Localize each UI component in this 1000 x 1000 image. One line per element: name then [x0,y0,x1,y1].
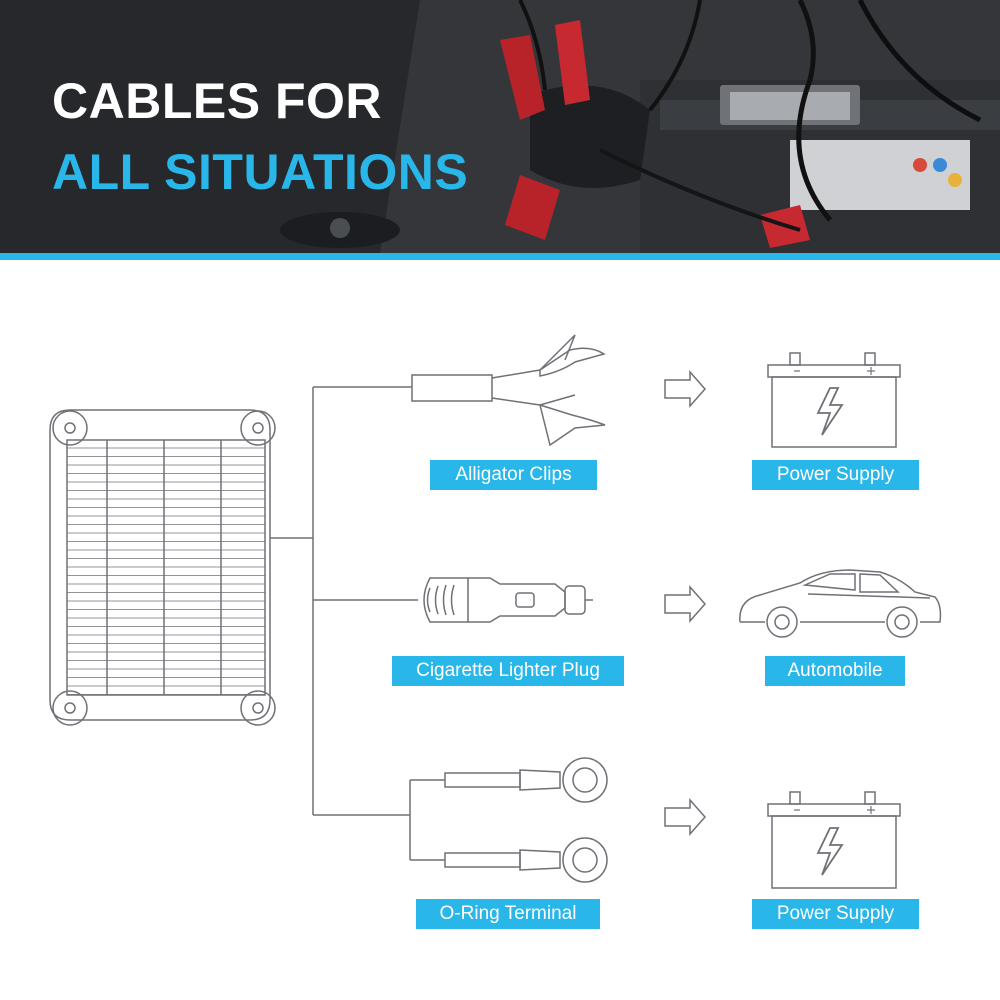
wire-tree [270,386,418,816]
car-icon [739,569,942,638]
header-banner: CABLES FOR ALL SITUATIONS [0,0,1000,253]
arrow-right-icon [664,585,707,623]
engine-bay-photo [0,0,1000,253]
arrow-right-icon [664,370,707,408]
battery-icon [767,352,901,448]
o-ring-terminal-icon [409,757,608,883]
label-power-supply: Power Supply [752,460,919,490]
label-power-supply: Power Supply [752,899,919,929]
label-cigarette-lighter-plug: Cigarette Lighter Plug [392,656,624,686]
header-title-line1: CABLES FOR [52,73,382,129]
solar-panel-icon [49,409,276,726]
label-o-ring-terminal: O-Ring Terminal [416,899,600,929]
cigarette-lighter-plug-icon [423,577,593,623]
label-automobile: Automobile [765,656,905,686]
alligator-clips-icon [411,334,606,447]
arrow-right-icon [664,798,707,836]
header-title-line2: ALL SITUATIONS [52,144,469,200]
battery-icon [767,791,901,889]
label-alligator-clips: Alligator Clips [430,460,597,490]
accent-divider [0,253,1000,260]
